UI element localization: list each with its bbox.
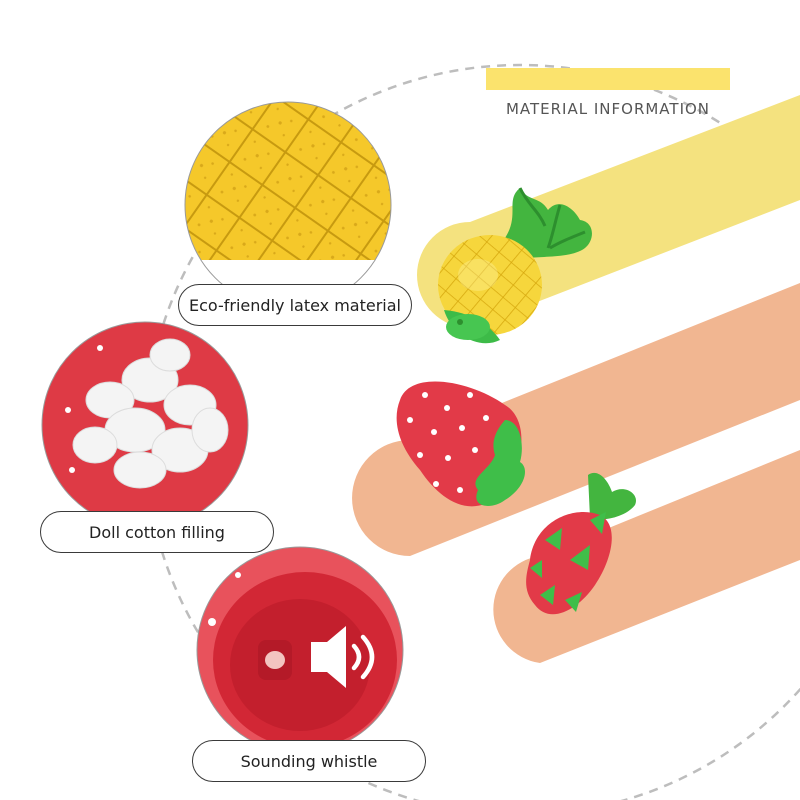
speaker-icon: [311, 626, 375, 688]
dashed-orbit-ring: [143, 63, 800, 800]
feature-label-cotton: Doll cotton filling: [40, 511, 274, 553]
latex-texture-closeup: [184, 101, 392, 309]
section-title: MATERIAL INFORMATION: [505, 100, 711, 118]
cotton-filling-closeup: [41, 321, 249, 529]
feature-label-latex: Eco-friendly latex material: [178, 284, 412, 326]
header-accent-bar: [486, 68, 730, 90]
feature-label-whistle: Sounding whistle: [192, 740, 426, 782]
strawberry-toy: [396, 381, 525, 507]
whistle-closeup: [196, 546, 404, 754]
pineapple-toy: [438, 187, 592, 344]
dragonfruit-toy: [526, 472, 636, 615]
